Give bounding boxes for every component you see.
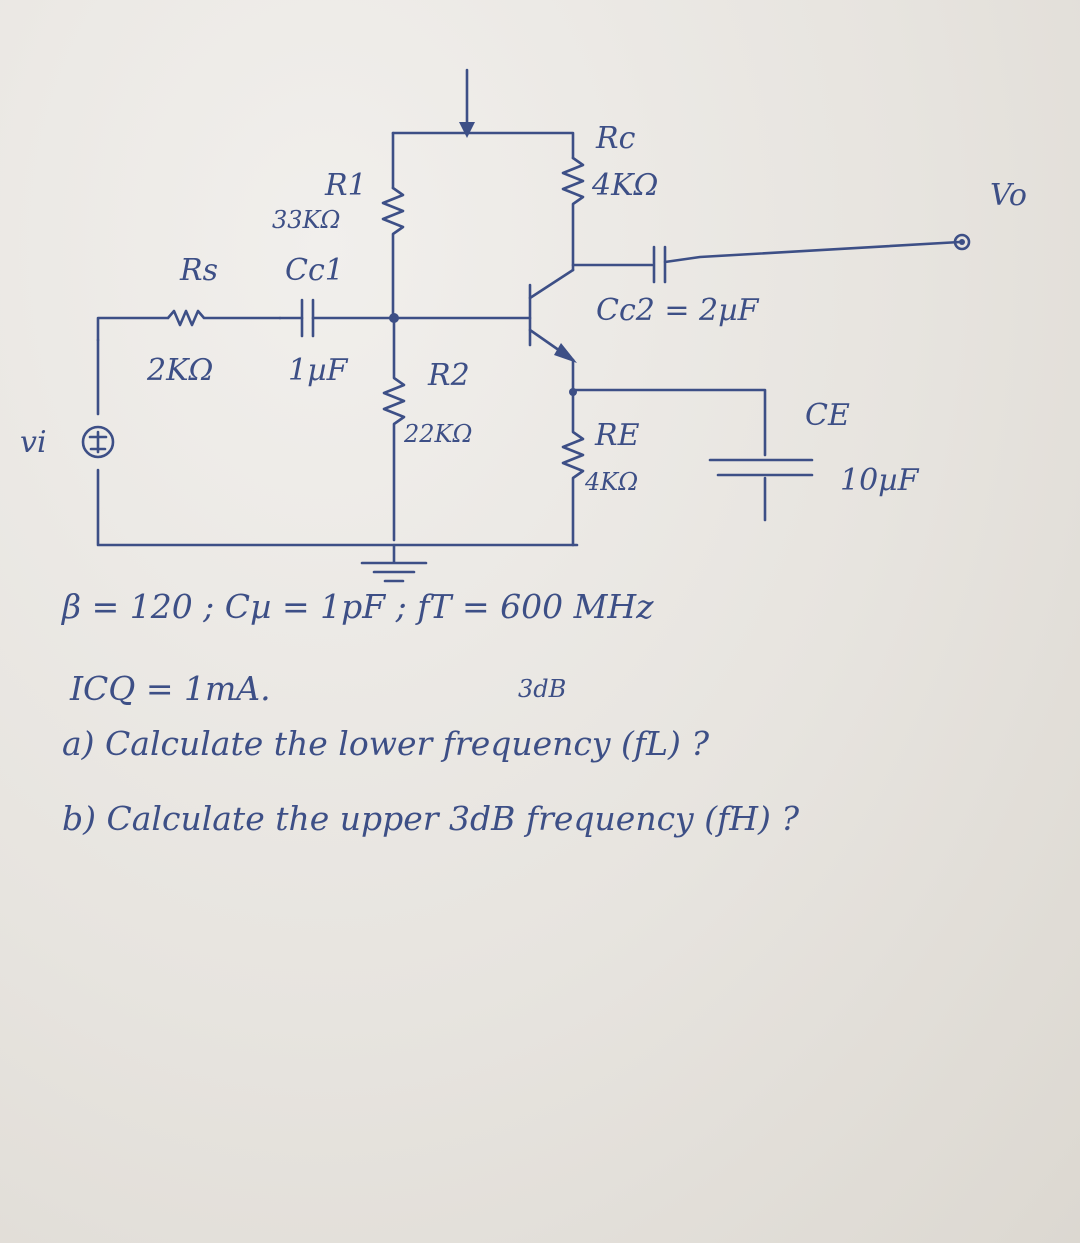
vo-terminal-icon bbox=[953, 233, 971, 251]
rc-label: Rc bbox=[595, 121, 636, 156]
rs-value: 2KΩ bbox=[146, 353, 213, 388]
re-label: RE bbox=[594, 418, 640, 453]
r1-label: R1 bbox=[324, 168, 367, 203]
question-a: a) Calculate the lower frequency (fL) ? bbox=[62, 724, 709, 763]
rs-resistor bbox=[96, 309, 282, 342]
ground-icon bbox=[360, 543, 428, 583]
cc2-label: Cc2 = 2µF bbox=[596, 293, 760, 328]
vi-source-icon bbox=[81, 425, 115, 459]
top-rail-wire bbox=[391, 131, 575, 160]
rs-label: Rs bbox=[179, 253, 218, 288]
cc2-capacitor bbox=[652, 240, 962, 284]
params-line-2: ICQ = 1mA. bbox=[69, 669, 271, 708]
note-3db: 3dB bbox=[518, 675, 566, 703]
rc-resistor bbox=[561, 156, 585, 272]
bjt-transistor bbox=[528, 268, 577, 363]
params-line-1: β = 120 ; Cµ = 1pF ; fT = 600 MHz bbox=[60, 587, 654, 626]
rc-value: 4KΩ bbox=[591, 168, 658, 203]
ce-capacitor bbox=[708, 458, 814, 522]
re-resistor bbox=[561, 390, 585, 547]
ce-label: CE bbox=[805, 398, 850, 433]
cc1-capacitor bbox=[278, 298, 396, 338]
r2-value: 22KΩ bbox=[403, 420, 472, 448]
ce-top-wire bbox=[571, 388, 767, 457]
vcc-terminal bbox=[459, 68, 475, 138]
r1-resistor bbox=[381, 186, 405, 317]
question-b: b) Calculate the upper 3dB frequency (fH… bbox=[62, 799, 799, 838]
re-value: 4KΩ bbox=[584, 468, 638, 496]
cc1-value: 1µF bbox=[288, 353, 349, 388]
r1-value: 33KΩ bbox=[272, 206, 340, 234]
vo-label: Vo bbox=[990, 178, 1027, 213]
input-left-wire bbox=[96, 338, 579, 547]
ce-value: 10µF bbox=[840, 463, 920, 498]
vi-label: vi bbox=[20, 425, 47, 460]
r2-resistor bbox=[382, 316, 406, 542]
r2-label: R2 bbox=[427, 358, 470, 393]
cc1-label: Cc1 bbox=[285, 253, 344, 288]
